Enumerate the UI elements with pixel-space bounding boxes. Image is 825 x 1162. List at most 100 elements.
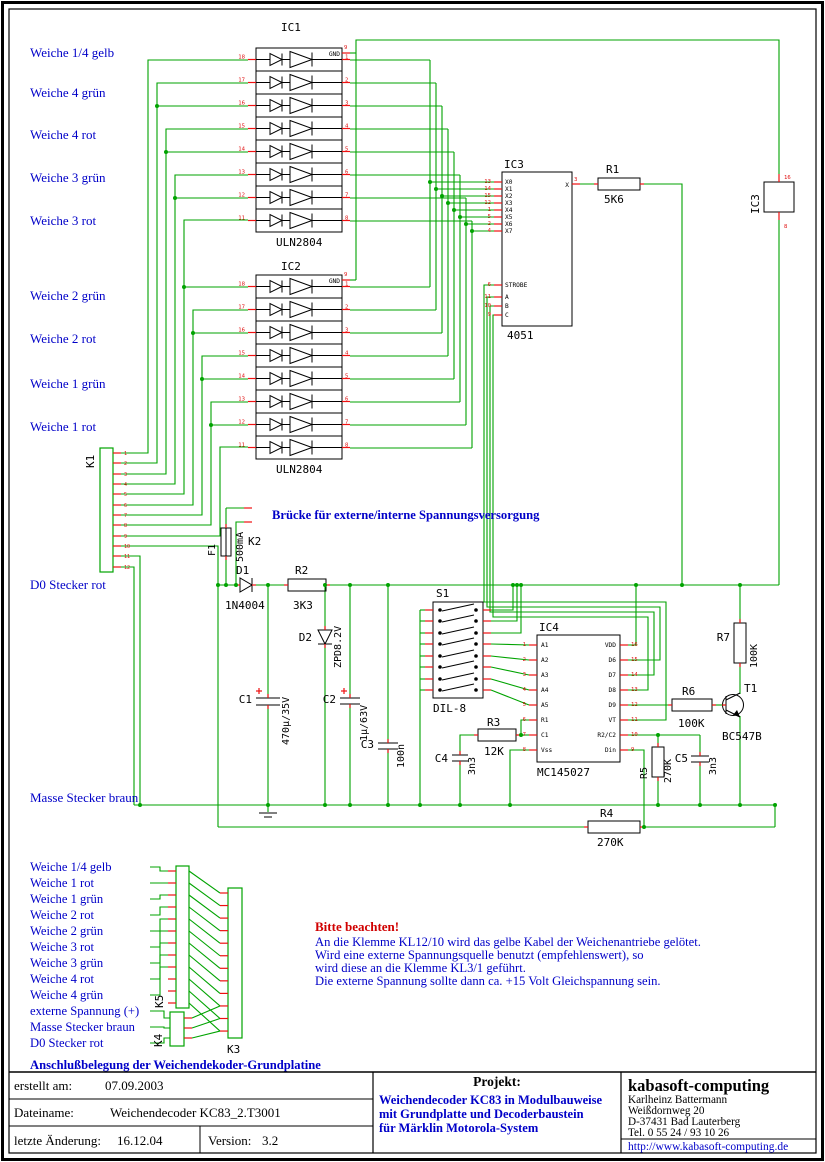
- pin-number: 12: [124, 565, 130, 571]
- r3-body: [477, 728, 517, 742]
- pin-number: 17: [238, 305, 245, 311]
- wire: [150, 942, 168, 964]
- pin-number: 7: [345, 420, 348, 426]
- r1-label: R1: [606, 163, 619, 176]
- ic3-label: IC3: [504, 158, 524, 171]
- pin-number: 14: [631, 672, 638, 678]
- driver-diode-icon: [269, 440, 284, 455]
- switch-contact-icon: [474, 619, 478, 623]
- driver-triangle-icon: [289, 96, 314, 115]
- wire: [150, 918, 168, 932]
- r5-value: 270K: [663, 759, 674, 783]
- pin-number: 16: [238, 328, 245, 334]
- ic4-pin-name: R2/C2: [597, 732, 616, 739]
- pin-number: 5: [124, 492, 127, 498]
- pin-number: 8: [345, 216, 349, 222]
- wire: [121, 174, 248, 485]
- driver-diode-icon: [269, 190, 284, 205]
- wire: [121, 59, 248, 454]
- wire: [491, 585, 522, 634]
- wire: [188, 1002, 221, 1032]
- pin-number: 15: [238, 124, 245, 130]
- c2-label: C2: [323, 693, 336, 706]
- c2-value: 1µ/63V: [359, 705, 370, 741]
- switch-contact-icon: [474, 654, 478, 658]
- ic4-pin-name: D9: [609, 702, 617, 709]
- junction-dot: [656, 803, 660, 807]
- pin-number: 12: [238, 193, 245, 199]
- junction-dot: [519, 733, 523, 737]
- pin-number: 6: [523, 717, 526, 723]
- pin-number: 5: [345, 147, 348, 153]
- wire: [188, 954, 221, 982]
- c5-label: C5: [675, 752, 688, 765]
- pin-number: 1: [124, 451, 127, 457]
- pin-number: 6: [345, 170, 348, 176]
- pin-number: 16: [784, 175, 791, 181]
- notice-line: wird diese an die Klemme KL3/1 geführt.: [315, 961, 526, 975]
- switch-lever-icon: [441, 649, 475, 658]
- address-line: Weißdornweg 20: [628, 1105, 705, 1117]
- pin-number: 4: [488, 228, 492, 234]
- ic4-pin-name: D7: [609, 672, 617, 679]
- k5-label: K5: [153, 995, 166, 1008]
- pin-number: 5: [345, 374, 348, 380]
- pinout-label: Weiche 4 grün: [30, 988, 104, 1002]
- junction-dot: [434, 187, 438, 191]
- wire: [121, 401, 248, 526]
- switch-contact-icon: [438, 677, 442, 681]
- ic3-x-pin-label: X: [565, 182, 569, 189]
- d2-symbol: [317, 629, 333, 646]
- wire: [628, 585, 637, 646]
- junction-dot: [642, 825, 646, 829]
- title-block: erstellt am: 07.09.2003 Dateiname: Weich…: [9, 1071, 816, 1153]
- t1-label: T1: [744, 682, 757, 695]
- wire: [191, 1030, 221, 1039]
- wire: [491, 585, 518, 622]
- ic4-pin-name: VT: [609, 717, 617, 724]
- wire: [490, 678, 530, 691]
- masse-label: Masse Stecker braun: [30, 790, 139, 805]
- pin-number: 15: [238, 351, 245, 357]
- switch-lever-icon: [441, 614, 475, 623]
- wire: [150, 966, 168, 996]
- driver-triangle-icon: [289, 415, 314, 434]
- wire: [188, 978, 221, 1007]
- pin-number: 5: [523, 702, 526, 708]
- address-line: D-37431 Bad Lauterberg: [628, 1116, 741, 1128]
- ic4-part-label: MC145027: [537, 766, 590, 779]
- ic4-pin-name: D8: [609, 687, 617, 694]
- t1-collector: [725, 692, 741, 701]
- k1-label: K1: [84, 455, 97, 468]
- left-label: Weiche 2 rot: [30, 331, 96, 346]
- pinout-label: Weiche 3 grün: [30, 956, 104, 970]
- address-line: Tel. 0 55 24 / 93 10 26: [628, 1127, 730, 1139]
- pin-number: 12: [484, 200, 491, 206]
- r2-value: 3K3: [293, 599, 313, 612]
- wire: [483, 284, 667, 721]
- wire: [188, 894, 221, 919]
- pin-number: 8: [784, 224, 788, 230]
- pin-number: 9: [124, 534, 127, 540]
- junction-dot: [191, 331, 195, 335]
- wire: [486, 296, 661, 661]
- junction-dot: [428, 180, 432, 184]
- driver-diode-icon: [269, 52, 284, 67]
- pin-number: 16: [238, 101, 245, 107]
- ic4-pin-name: R1: [541, 717, 549, 724]
- r4-body: [587, 820, 641, 834]
- r4-value: 270K: [597, 836, 624, 849]
- ic1-label: IC1: [281, 21, 301, 34]
- r1-body: [597, 177, 641, 191]
- project-line: mit Grundplatte und Decoderbaustein: [379, 1107, 584, 1121]
- junction-dot: [216, 583, 220, 587]
- junction-dot: [738, 803, 742, 807]
- project-label: Projekt:: [473, 1074, 521, 1089]
- ic4-label: IC4: [539, 621, 559, 634]
- ic3-pin-name: X3: [505, 200, 513, 207]
- driver-triangle-icon: [289, 369, 314, 388]
- switch-lever-icon: [441, 637, 475, 646]
- d1-value: 1N4004: [225, 599, 265, 612]
- k4-body: [169, 1011, 185, 1047]
- t1-emitter-arrow: [733, 710, 740, 717]
